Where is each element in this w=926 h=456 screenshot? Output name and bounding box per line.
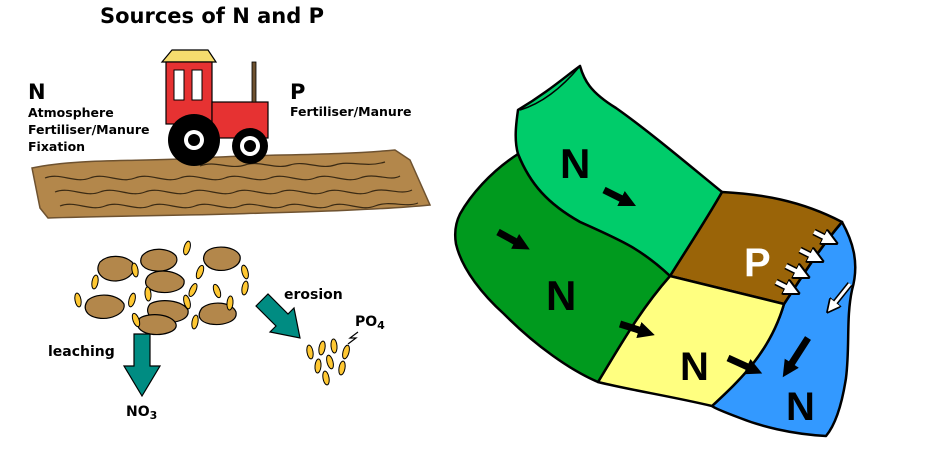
tractor-exhaust <box>251 61 257 103</box>
leaching-label: leaching <box>48 344 115 360</box>
tractor-window <box>173 69 185 101</box>
catchment-map <box>453 64 857 438</box>
flow-arrow <box>618 320 655 338</box>
nitrogen-flow-arrows <box>496 186 811 378</box>
phosphorus-flow-arrows <box>774 228 853 304</box>
phosphorus-heading: P <box>290 80 306 104</box>
nitrate-main: NO <box>126 404 150 420</box>
phosphate-subscript: 4 <box>377 319 385 332</box>
soil-grains <box>74 240 249 330</box>
nitrogen-heading: N <box>28 80 46 104</box>
dissolve-squiggle <box>347 331 359 345</box>
flow-arrow <box>602 186 637 207</box>
nitrogen-source-atmosphere: Atmosphere <box>28 105 114 120</box>
label-n-yellow-field: N <box>680 345 709 389</box>
field-dark-green <box>453 152 672 384</box>
nitrogen-source-fertiliser: Fertiliser/Manure <box>28 122 150 137</box>
label-n-top-field: N <box>560 140 590 187</box>
label-n-water: N <box>786 385 815 429</box>
erosion-arrow <box>255 293 301 339</box>
tractor-rear-wheel <box>168 114 220 166</box>
label-n-left-field: N <box>546 272 576 319</box>
soil-aggregates <box>84 246 241 336</box>
soil-field <box>31 149 432 219</box>
tractor <box>160 49 269 166</box>
nitrate-subscript: 3 <box>149 409 158 422</box>
label-p-brown-field: P <box>744 241 771 285</box>
flow-arrow <box>726 354 763 375</box>
tractor-roof <box>160 49 218 63</box>
flow-arrow <box>782 336 811 378</box>
eroded-grains <box>306 338 350 386</box>
phosphate-main: PO <box>355 314 378 330</box>
flow-arrow <box>496 228 530 250</box>
phosphate-label: PO4 <box>355 314 385 332</box>
tractor-window <box>191 69 203 101</box>
nitrogen-source-fixation: Fixation <box>28 139 86 154</box>
tractor-front-wheel <box>232 128 268 164</box>
erosion-label: erosion <box>284 287 343 303</box>
leaching-arrow <box>122 333 162 398</box>
diagram-title: Sources of N and P <box>100 4 324 28</box>
nitrogen-sources: Atmosphere Fertiliser/Manure Fixation <box>28 104 149 155</box>
nitrate-label: NO3 <box>126 404 158 422</box>
soil-furrows <box>44 161 419 209</box>
phosphorus-source-fertiliser: Fertiliser/Manure <box>290 104 412 119</box>
